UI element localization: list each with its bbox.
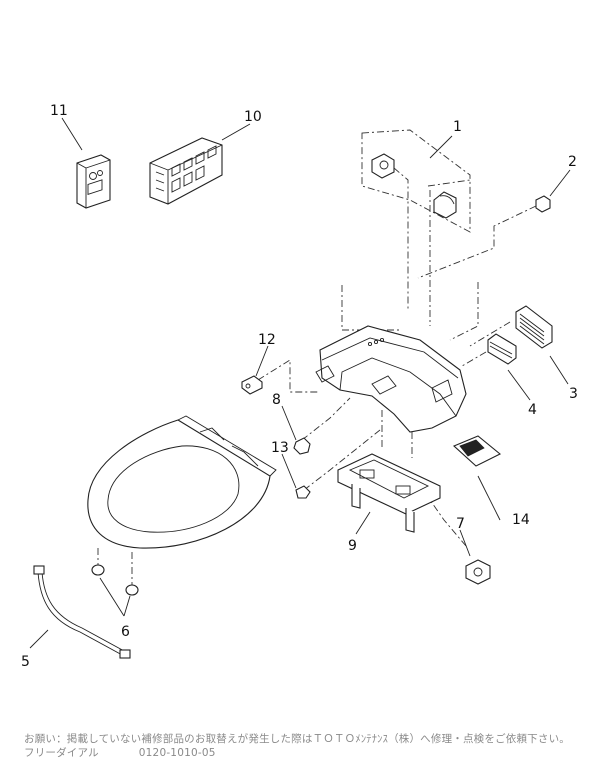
part-3-grille — [515, 305, 553, 349]
part-11-small-remote — [76, 154, 111, 209]
footer-notice: お願い：掲載していない補修部品のお取替えが発生した際はＴＯＴＯﾒﾝﾃﾅﾝｽ（株）… — [24, 731, 570, 746]
part-5-hose — [33, 565, 131, 659]
footer-notice-text: お願い：掲載していない補修部品のお取替えが発生した際はＴＯＴＯﾒﾝﾃﾅﾝｽ（株）… — [24, 733, 570, 745]
part-6-feet — [91, 564, 139, 596]
callout-6: 6 — [121, 624, 130, 640]
part-7-valve — [465, 559, 491, 585]
callout-11: 11 — [50, 103, 68, 119]
callout-12: 12 — [258, 332, 276, 348]
part-13-clip — [295, 485, 311, 499]
main-unit-body — [315, 325, 467, 433]
callout-5: 5 — [21, 654, 30, 670]
part-2-clip — [535, 195, 551, 213]
part-12-fitting — [241, 375, 263, 395]
callout-3: 3 — [569, 386, 578, 402]
part-10-large-remote — [149, 137, 223, 205]
freedial-label: フリーダイアル — [24, 747, 99, 759]
part-9-mounting-plate — [337, 453, 441, 533]
callout-14: 14 — [512, 512, 530, 528]
callout-13: 13 — [271, 440, 289, 456]
callout-9: 9 — [348, 538, 357, 554]
callout-2: 2 — [568, 154, 577, 170]
part-8-clip — [293, 437, 311, 455]
part-1-knobs — [361, 129, 471, 233]
toilet-seat — [87, 415, 277, 549]
part-14-label — [452, 435, 502, 467]
callout-8: 8 — [272, 392, 281, 408]
callout-1: 1 — [453, 119, 462, 135]
callout-4: 4 — [528, 402, 537, 418]
part-4-filter — [487, 333, 517, 365]
callout-7: 7 — [456, 516, 465, 532]
freedial-number: 0120-1010-05 — [138, 747, 216, 759]
leader-lines — [29, 117, 571, 649]
callout-10: 10 — [244, 109, 262, 125]
footer-freedial: フリーダイアル 0120-1010-05 — [24, 745, 216, 760]
